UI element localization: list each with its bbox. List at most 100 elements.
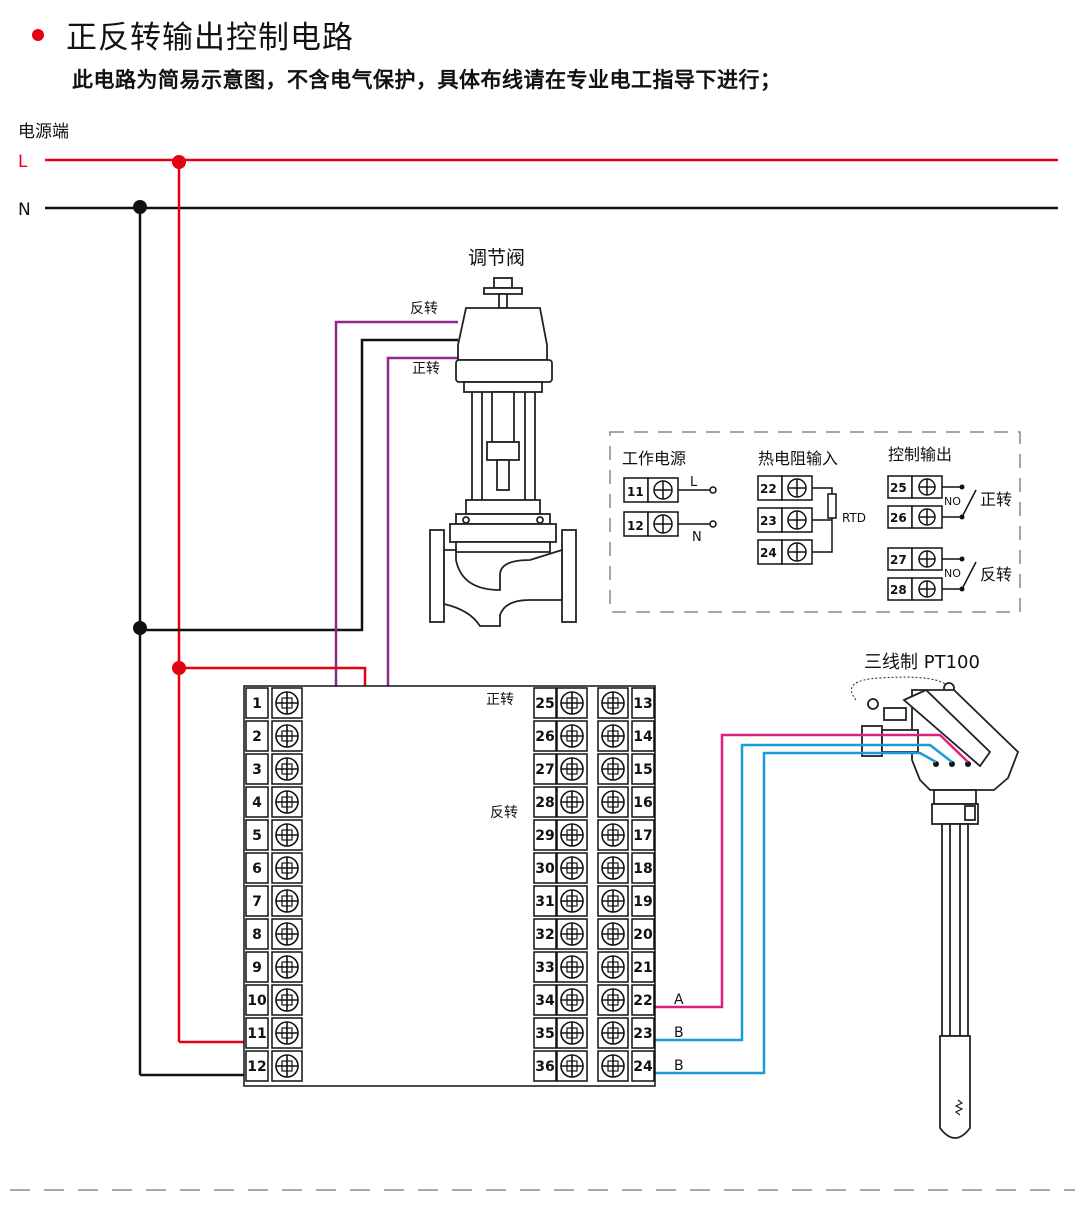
terminal-31-screw <box>556 885 588 917</box>
neutral-line-label: N <box>18 200 31 220</box>
terminal-19-label: 19 <box>633 894 652 910</box>
terminal-8-screw <box>271 918 303 950</box>
terminal-18-label-box: 18 <box>631 852 655 884</box>
terminal-16-screw <box>597 786 629 818</box>
terminal-14-label: 14 <box>633 729 653 745</box>
control-valve <box>429 277 577 627</box>
terminal-30-screw <box>556 852 588 884</box>
terminal-22-screw <box>597 984 629 1016</box>
terminal-4-label-box: 4 <box>245 786 269 818</box>
legend-power-title: 工作电源 <box>622 449 686 468</box>
terminal-11-screw <box>271 1017 303 1049</box>
title-row: 正反转输出控制电路 <box>32 12 354 57</box>
legend-terminal-26: 26 <box>890 511 907 525</box>
terminal-31-label-box: 31 <box>533 885 557 917</box>
controller-forward-label: 正转 <box>486 692 514 708</box>
terminal-27-label-box: 27 <box>533 753 557 785</box>
terminal-36-screw <box>556 1050 588 1082</box>
controller-terminals: 1234567891011122526272829303132333435361… <box>245 687 655 1082</box>
terminal-33-label-box: 33 <box>533 951 557 983</box>
terminal-35-label-box: 35 <box>533 1017 557 1049</box>
terminal-24-label-box: 24 <box>631 1050 655 1082</box>
terminal-31-label: 31 <box>535 894 554 910</box>
legend-power-section: 工作电源 11 12 L N <box>622 449 717 545</box>
legend-reverse-label: 反转 <box>980 565 1012 584</box>
terminal-8-label-box: 8 <box>245 918 269 950</box>
terminal-17-label: 17 <box>633 828 652 844</box>
terminal-18-label: 18 <box>633 861 652 877</box>
terminal-13-label: 13 <box>633 696 652 712</box>
terminal-26-screw <box>556 720 588 752</box>
terminal-4-screw <box>271 786 303 818</box>
terminal-13-label-box: 13 <box>631 687 655 719</box>
terminal-16-label: 16 <box>633 795 652 811</box>
legend-rtd-section: 热电阻输入 22 23 24 RTD <box>757 449 866 565</box>
terminal-21-screw <box>597 951 629 983</box>
terminal-6-label: 6 <box>252 861 262 877</box>
terminal-17-label-box: 17 <box>631 819 655 851</box>
terminal-26-label-box: 26 <box>533 720 557 752</box>
terminal-4-label: 4 <box>252 795 262 811</box>
terminal-1-label: 1 <box>252 696 262 712</box>
terminal-20-label-box: 20 <box>631 918 655 950</box>
terminal-30-label-box: 30 <box>533 852 557 884</box>
sensor-wire-b1 <box>620 743 953 1042</box>
wire-b2-label: B <box>674 1058 684 1074</box>
sensor-wire-a <box>620 733 969 1009</box>
terminal-29-label-box: 29 <box>533 819 557 851</box>
legend-terminal-24: 24 <box>760 546 777 560</box>
terminal-10-label: 10 <box>247 993 267 1009</box>
terminal-21-label-box: 21 <box>631 951 655 983</box>
terminal-5-label-box: 5 <box>245 819 269 851</box>
legend-terminal-23: 23 <box>760 514 777 528</box>
legend-power-l: L <box>690 475 698 490</box>
legend-output-title: 控制输出 <box>888 445 952 464</box>
terminal-21-label: 21 <box>633 960 652 976</box>
legend-box <box>609 431 1021 613</box>
terminal-19-screw <box>597 885 629 917</box>
terminal-13-screw <box>597 687 629 719</box>
terminal-20-screw <box>597 918 629 950</box>
legend-rtd-title: 热电阻输入 <box>758 449 838 468</box>
sensor-terminal-b1 <box>949 761 955 767</box>
live-line-label: L <box>18 152 28 172</box>
terminal-28-label: 28 <box>535 795 554 811</box>
terminal-1-label-box: 1 <box>245 687 269 719</box>
terminal-22-label: 22 <box>633 993 652 1009</box>
legend-terminal-25: 25 <box>890 481 907 495</box>
terminal-36-label-box: 36 <box>533 1050 557 1082</box>
terminal-33-screw <box>556 951 588 983</box>
terminal-25-screw <box>556 687 588 719</box>
terminal-10-label-box: 10 <box>245 984 269 1016</box>
terminal-9-label-box: 9 <box>245 951 269 983</box>
terminal-12-label: 12 <box>247 1059 266 1075</box>
legend-terminal-11: 11 <box>627 485 644 499</box>
terminal-11-label: 11 <box>247 1026 266 1042</box>
wire-a-label: A <box>674 992 684 1008</box>
valve-forward-label: 正转 <box>412 361 440 377</box>
terminal-28-screw <box>556 786 588 818</box>
sensor-terminal-b2 <box>965 761 971 767</box>
terminal-24-screw <box>597 1050 629 1082</box>
terminal-7-label: 7 <box>252 894 262 910</box>
terminal-23-label: 23 <box>633 1026 652 1042</box>
neutral-junction-mid <box>133 621 147 635</box>
legend-terminal-27: 27 <box>890 553 907 567</box>
terminal-23-label-box: 23 <box>631 1017 655 1049</box>
sensor-label: 三线制 PT100 <box>864 652 980 673</box>
terminal-32-screw <box>556 918 588 950</box>
terminal-3-screw <box>271 753 303 785</box>
terminal-20-label: 20 <box>633 927 653 943</box>
terminal-25-label-box: 25 <box>533 687 557 719</box>
terminal-2-label: 2 <box>252 729 262 745</box>
terminal-22-label-box: 22 <box>631 984 655 1016</box>
power-source-label: 电源端 <box>18 122 69 142</box>
controller-body <box>243 685 656 1087</box>
terminal-9-label: 9 <box>252 960 262 976</box>
terminal-14-label-box: 14 <box>631 720 655 752</box>
legend-terminal-12: 12 <box>627 519 644 533</box>
terminal-2-screw <box>271 720 303 752</box>
terminal-9-screw <box>271 951 303 983</box>
terminal-24-label: 24 <box>633 1059 653 1075</box>
